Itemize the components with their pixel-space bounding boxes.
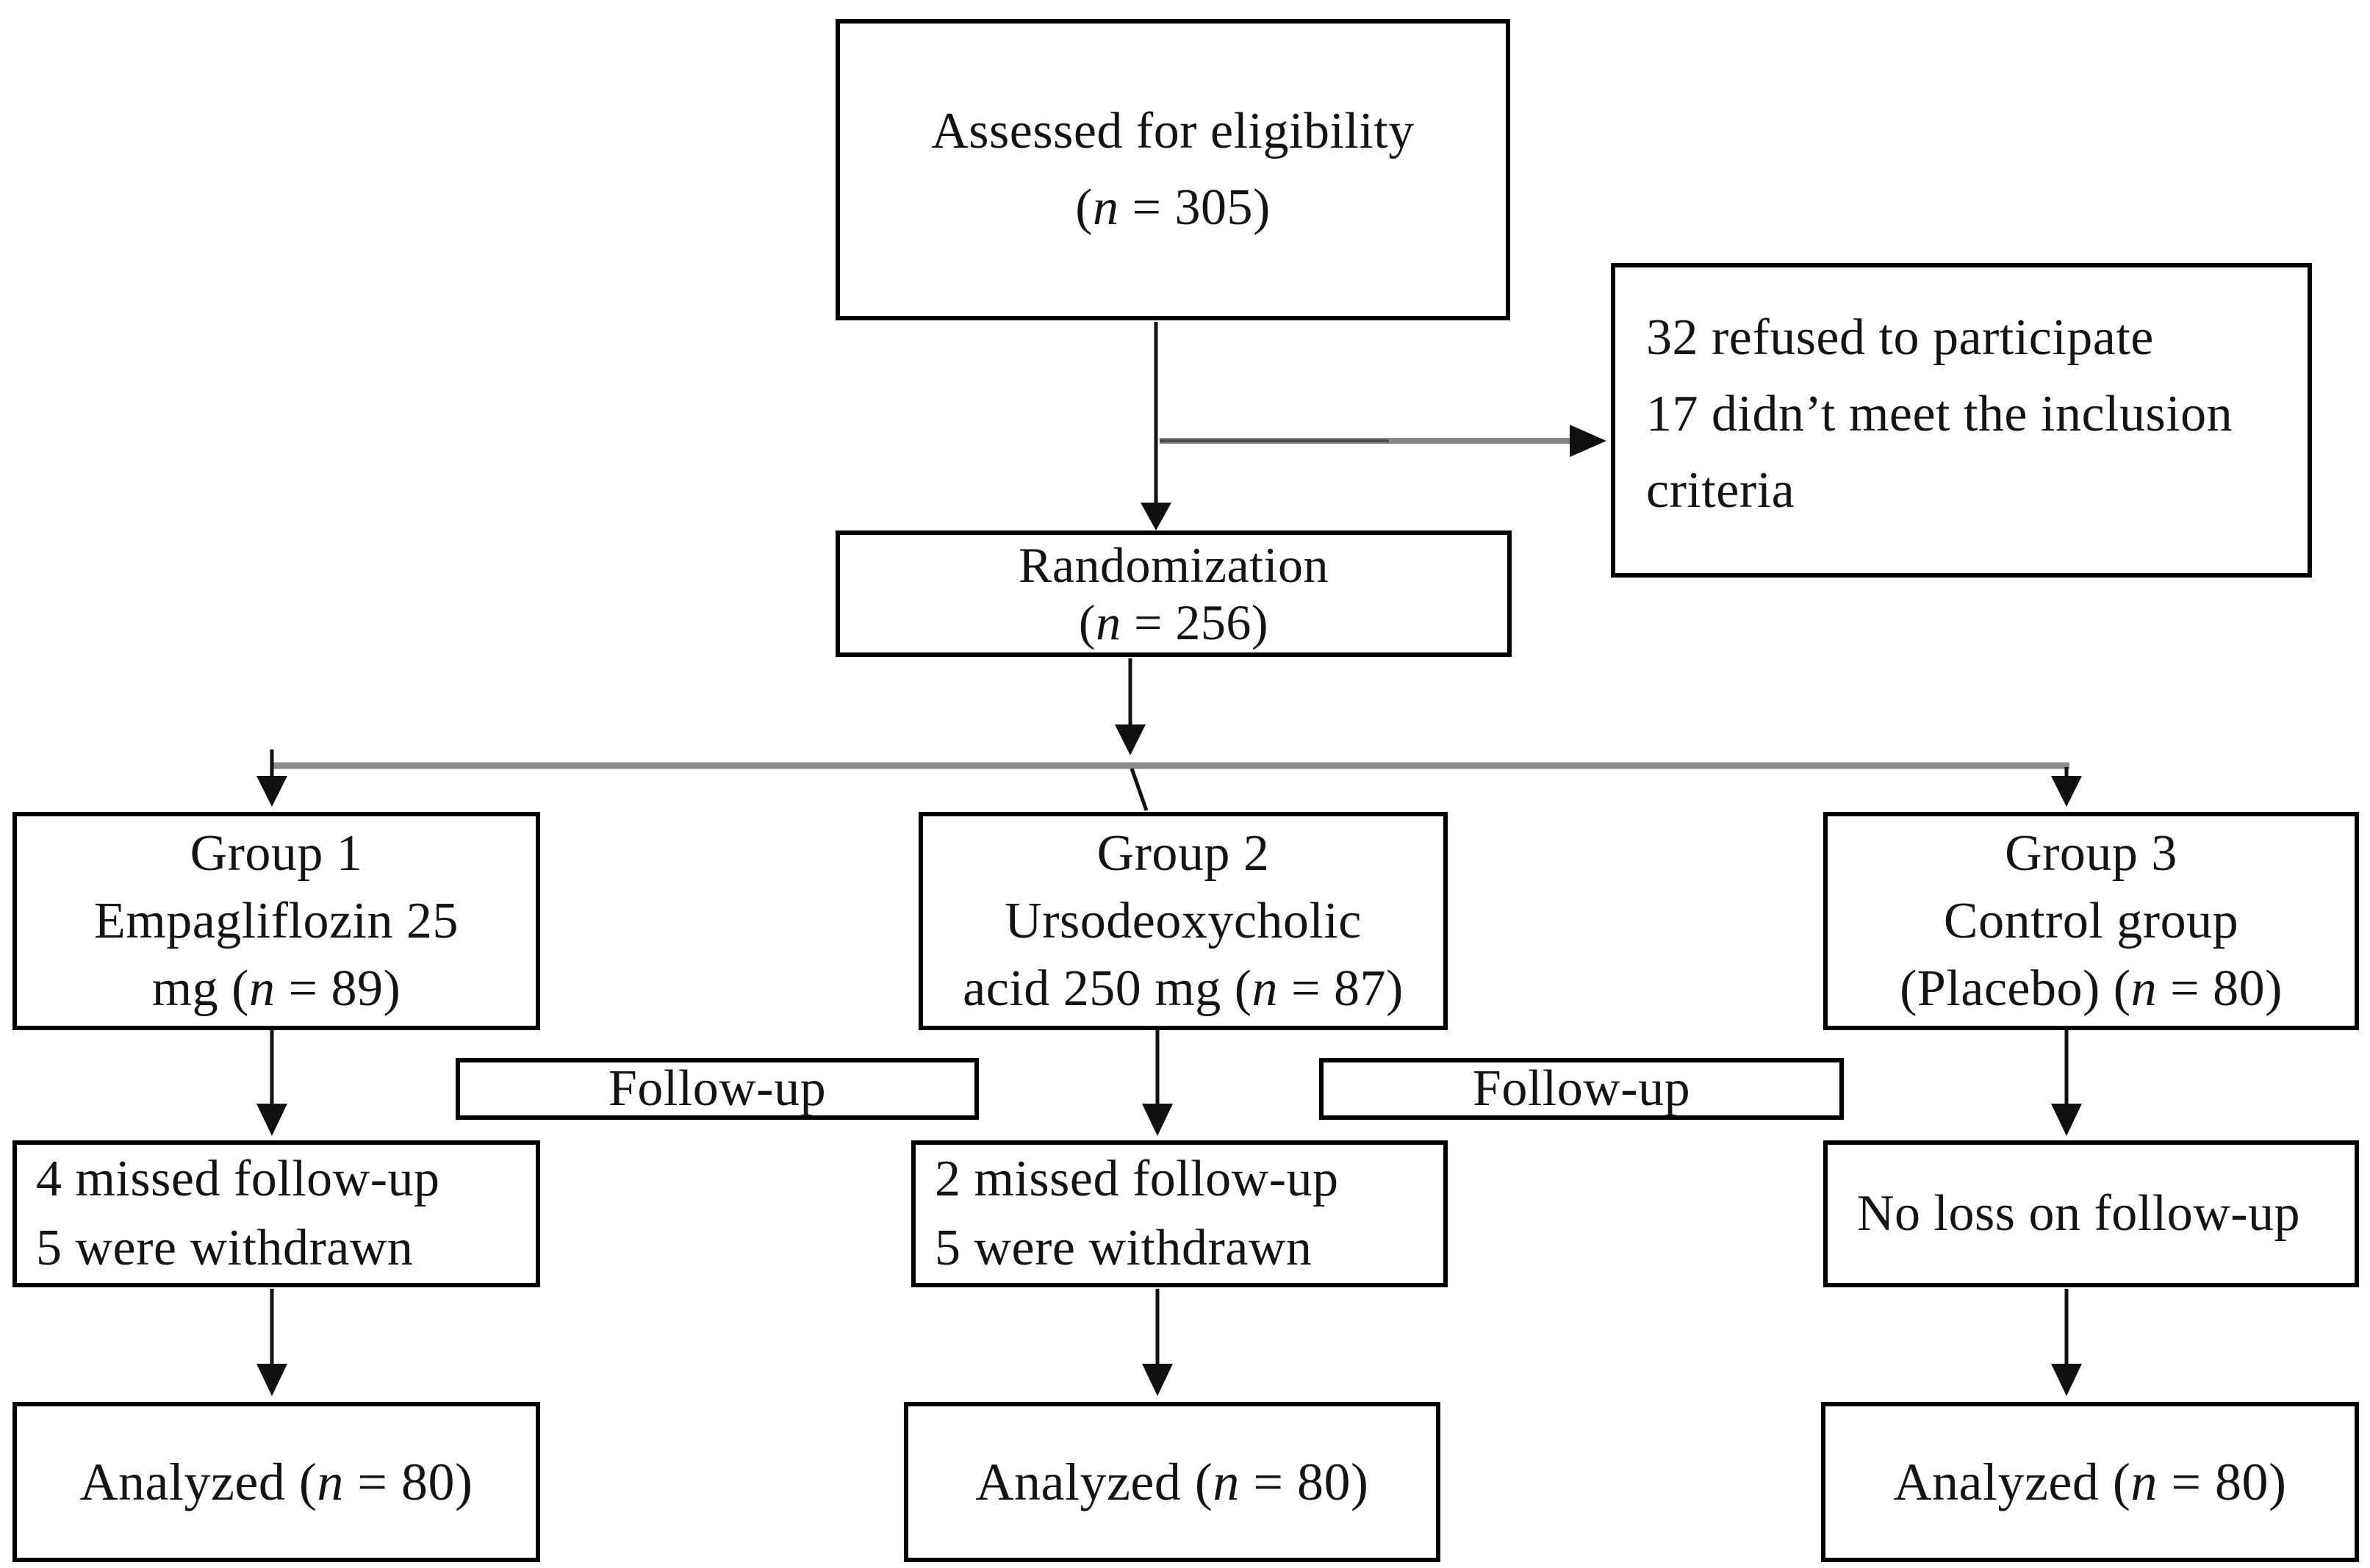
followup-label-right-box: Follow-up: [1319, 1058, 1844, 1120]
arrow-splitter-to-group1: [256, 749, 287, 807]
arrow-loss1-to-analyzed1: [256, 1289, 287, 1396]
group1-n-count: mg (n = 89): [151, 960, 401, 1017]
group2-title: Group 2: [1096, 824, 1270, 882]
arrow-group2-to-loss2: [1142, 1030, 1173, 1136]
arrow-group3-to-loss3: [2051, 1030, 2082, 1136]
group1-drug: Empagliflozin 25: [94, 892, 459, 949]
excluded-box: 32 refused to participate 17 didn’t meet…: [1611, 263, 2312, 578]
analyzed3-label: Analyzed (n = 80): [1893, 1453, 2287, 1511]
arrow-loss2-to-analyzed2: [1142, 1289, 1173, 1396]
group2-n-count: acid 250 mg (n = 87): [963, 960, 1404, 1017]
loss1-withdrawn: 5 were withdrawn: [36, 1220, 414, 1276]
group1-box: Group 1 Empagliflozin 25 mg (n = 89): [12, 812, 540, 1030]
analyzed2-box: Analyzed (n = 80): [904, 1402, 1440, 1562]
group3-title: Group 3: [2005, 824, 2177, 882]
arrow-loss3-to-analyzed3: [2051, 1289, 2082, 1396]
loss1-box: 4 missed follow-up 5 were withdrawn: [12, 1140, 540, 1287]
group2-box: Group 2 Ursodeoxycholic acid 250 mg (n =…: [919, 812, 1448, 1030]
group3-box: Group 3 Control group (Placebo) (n = 80): [1823, 812, 2359, 1030]
group1-title: Group 1: [190, 824, 363, 882]
arrow-splitter-to-group2: [1130, 768, 1149, 811]
arrow-splitter-to-group3: [2051, 767, 2082, 807]
assessed-n-count: (n = 305): [1075, 179, 1271, 236]
group3-n-count: (Placebo) (n = 80): [1900, 960, 2283, 1017]
arrow-group1-to-loss1: [256, 1030, 287, 1136]
analyzed1-box: Analyzed (n = 80): [12, 1402, 540, 1562]
randomization-label: Randomization: [1019, 537, 1329, 593]
excluded-line-inclusion: 17 didn’t meet the inclusion: [1646, 386, 2233, 442]
assessed-label: Assessed for eligibility: [931, 103, 1415, 159]
loss2-missed: 2 missed follow-up: [935, 1151, 1339, 1207]
randomization-box: Randomization (n = 256): [836, 531, 1512, 657]
loss3-no-loss: No loss on follow-up: [1857, 1185, 2301, 1242]
excluded-line-criteria: criteria: [1646, 462, 1795, 519]
excluded-line-refused: 32 refused to participate: [1646, 309, 2154, 366]
group2-drug: Ursodeoxycholic: [1005, 892, 1362, 949]
assessed-for-eligibility-box: Assessed for eligibility (n = 305): [836, 19, 1510, 320]
followup-right-label: Follow-up: [1472, 1060, 1691, 1117]
arrow-assessed-to-randomization: [1141, 322, 1171, 531]
arrow-to-excluded: [1160, 425, 1606, 457]
loss1-missed: 4 missed follow-up: [36, 1151, 440, 1207]
analyzed2-label: Analyzed (n = 80): [975, 1453, 1369, 1511]
followup-label-left-box: Follow-up: [456, 1058, 979, 1120]
loss2-withdrawn: 5 were withdrawn: [935, 1220, 1313, 1276]
group3-drug: Control group: [1943, 892, 2239, 949]
followup-left-label: Follow-up: [608, 1060, 827, 1117]
analyzed3-box: Analyzed (n = 80): [1821, 1402, 2359, 1562]
arrow-randomization-to-splitter: [1115, 658, 1146, 755]
loss3-box: No loss on follow-up: [1823, 1140, 2359, 1287]
randomization-n-count: (n = 256): [1078, 594, 1269, 650]
analyzed1-label: Analyzed (n = 80): [79, 1453, 473, 1511]
loss2-box: 2 missed follow-up 5 were withdrawn: [911, 1140, 1448, 1287]
